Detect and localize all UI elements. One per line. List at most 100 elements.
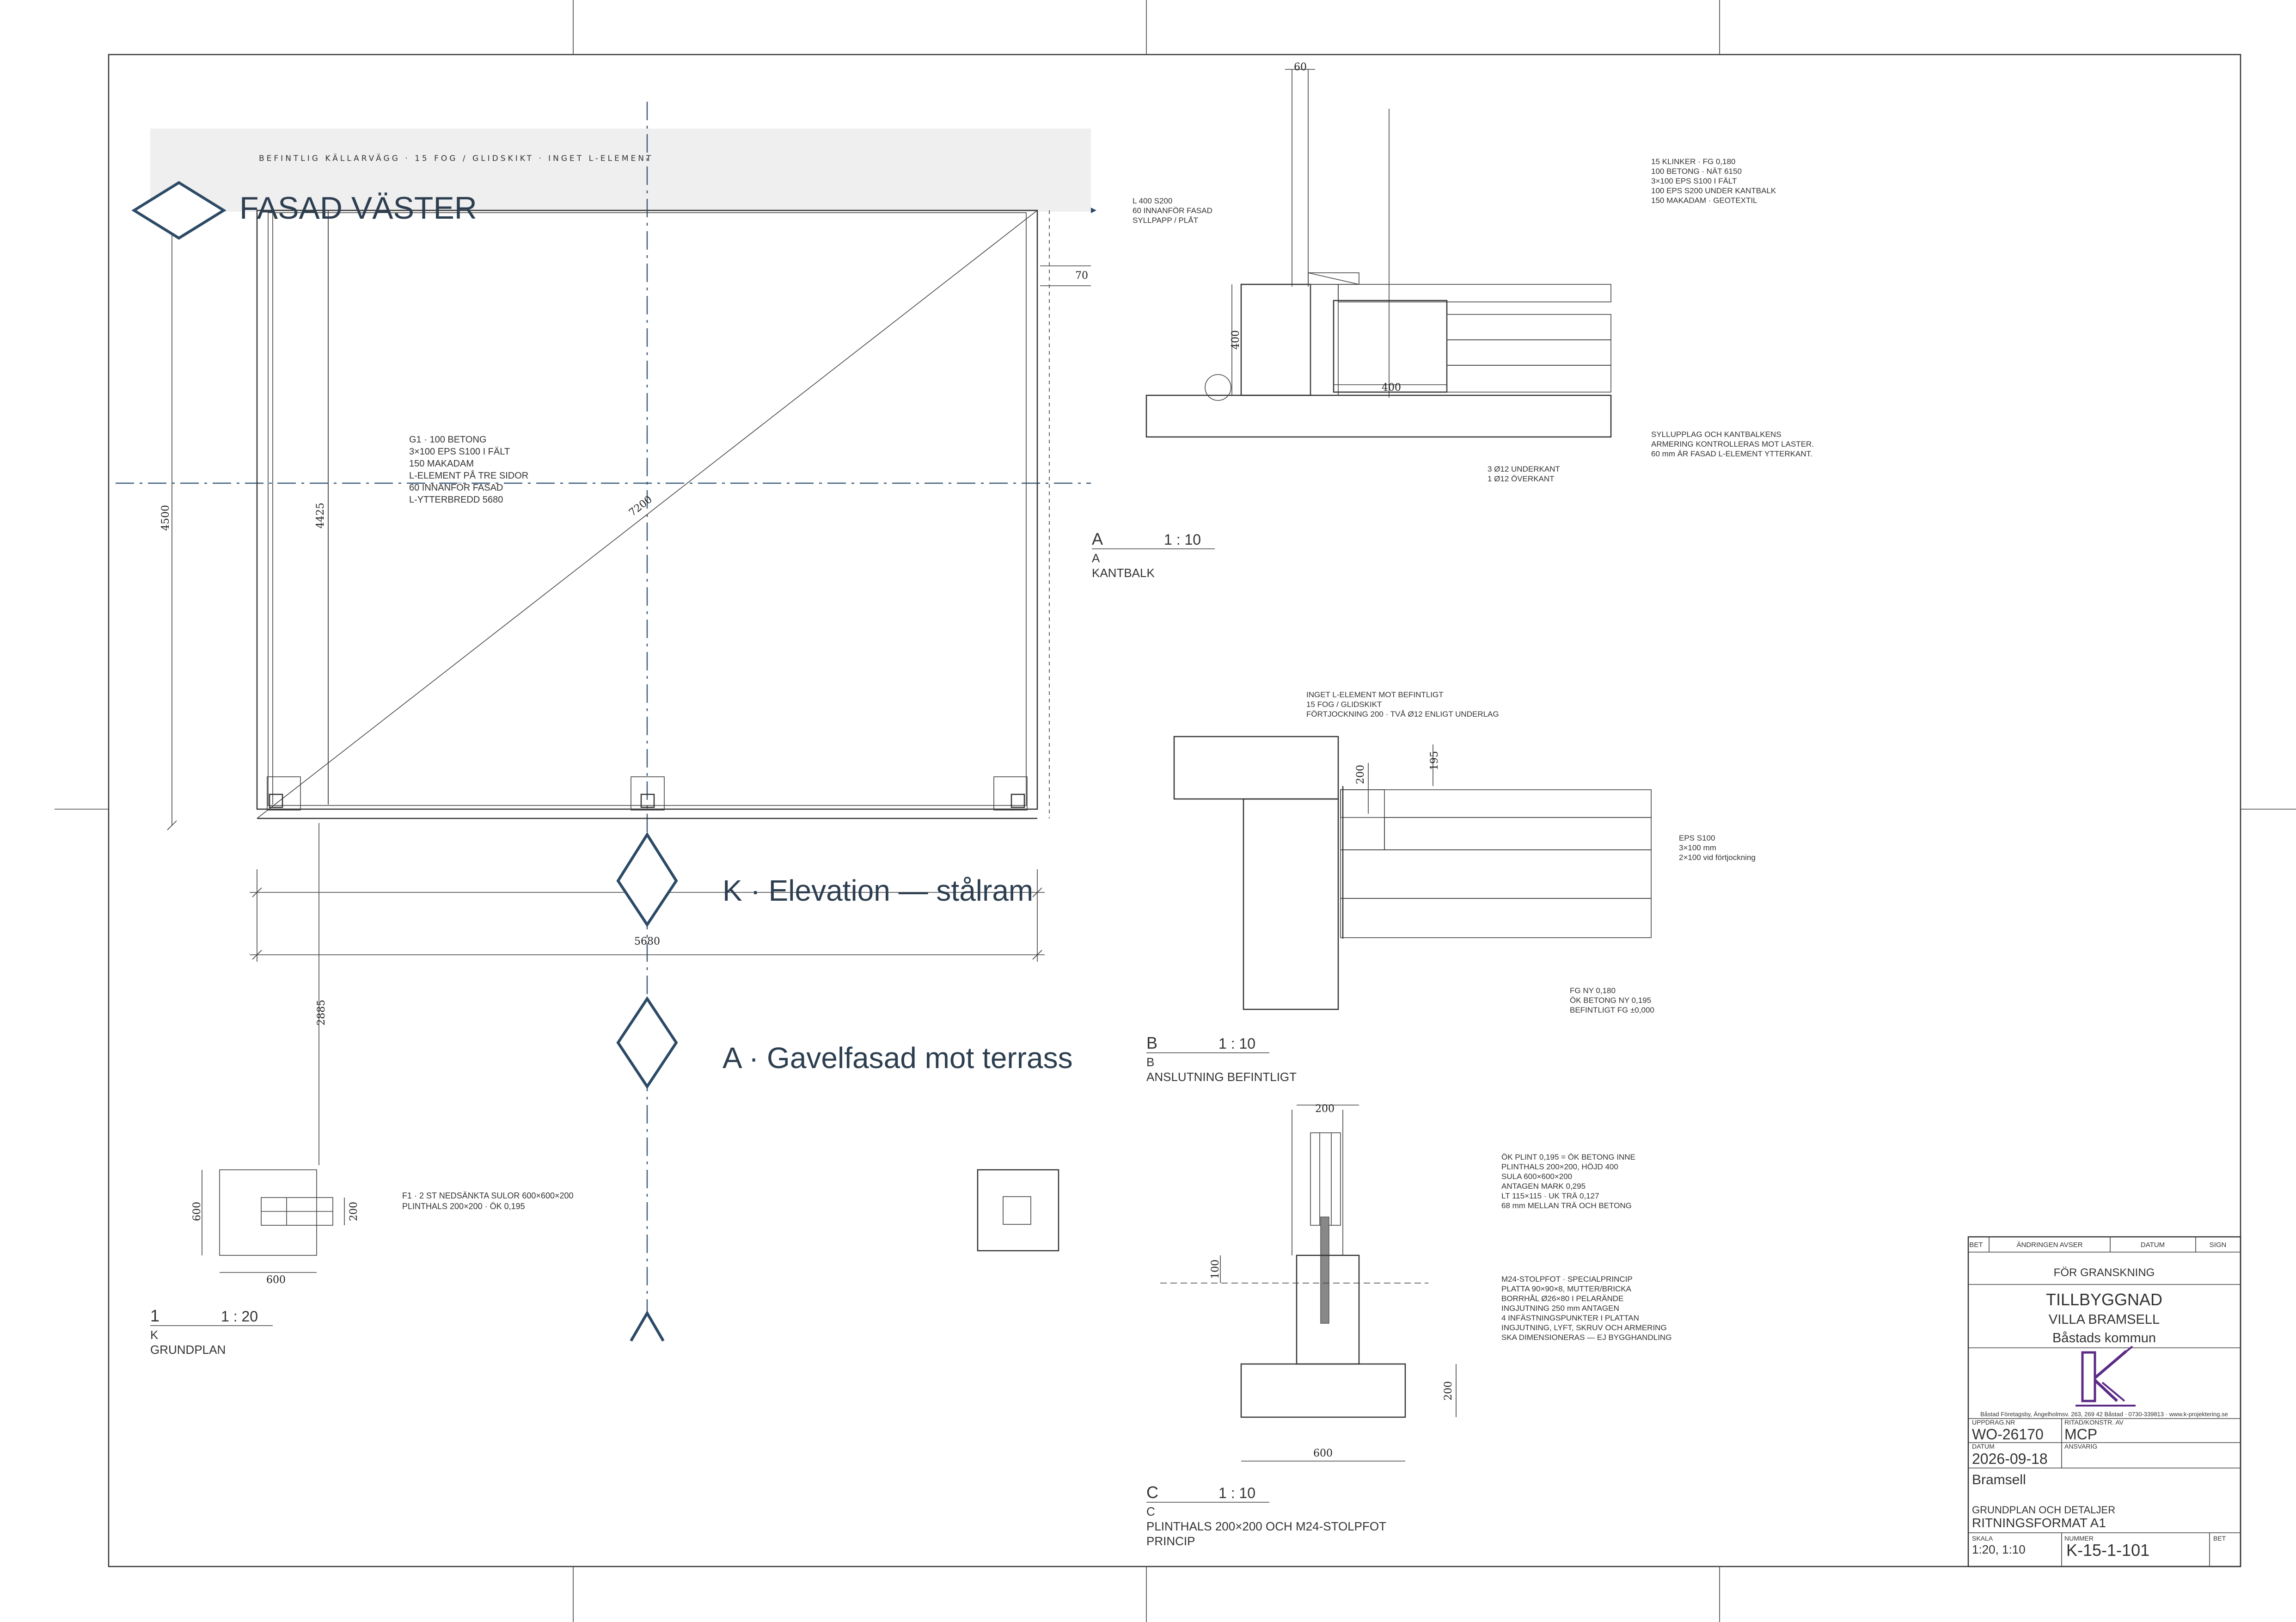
dim-2885: 2885 [316,1000,327,1026]
svg-text:2×100 vid förtjockning: 2×100 vid förtjockning [1679,853,1756,862]
detail-a-dim-60: 60 [1294,61,1307,73]
svg-text:PLINTHALS 200×200 OCH M24-STOL: PLINTHALS 200×200 OCH M24-STOLPFOT [1146,1519,1386,1533]
svg-text:1 : 10: 1 : 10 [1218,1035,1255,1052]
detail-b-note-fg: FG NY 0,180 ÖK BETONG NY 0,195 BEFINTLIG… [1570,986,1654,1014]
skala-value: 1:20, 1:10 [1972,1542,2026,1556]
svg-text:EPS S100: EPS S100 [1679,834,1715,842]
svg-text:PLINTHALS 200×200, HÖJD 400: PLINTHALS 200×200, HÖJD 400 [1501,1162,1618,1171]
project-line-1: TILLBYGGNAD [2046,1290,2162,1309]
dim-600-w: 600 [266,1274,286,1286]
svg-text:4 INFÄSTNINGSPUNKTER I PLATTAN: 4 INFÄSTNINGSPUNKTER I PLATTAN [1501,1314,1639,1322]
detail-c-dim-600: 600 [1313,1448,1333,1459]
svg-text:SULA 600×600×200: SULA 600×600×200 [1501,1172,1572,1181]
svg-text:3×100 mm: 3×100 mm [1679,843,1716,852]
svg-text:C: C [1146,1505,1155,1518]
svg-text:INGJUTNING, LYFT, SKRUV OCH AR: INGJUTNING, LYFT, SKRUV OCH ARMERING [1501,1323,1667,1332]
detail-b [1173,736,1652,1010]
detail-c [1160,1105,1457,1462]
client-name: Bramsell [1972,1472,2026,1487]
svg-text:60 INNANFÖR FASAD: 60 INNANFÖR FASAD [1133,206,1212,215]
axis-end-marker-icon [630,1310,665,1342]
detail-a-note-right: 15 KLINKER · FG 0,180 100 BETONG · NÄT 6… [1651,157,1776,205]
dim-4500: 4500 [160,505,171,531]
svg-text:PRINCIP: PRINCIP [1146,1534,1195,1548]
svg-text:C: C [1146,1483,1158,1502]
svg-text:1 : 10: 1 : 10 [1164,531,1201,548]
detail-a-note-left: L 400 S200 60 INNANFÖR FASAD SYLLPAPP / … [1133,197,1212,225]
dim-7200: 7200 [627,494,655,519]
dim-5680: 5680 [634,936,660,947]
footing-note-1: F1 · 2 ST NEDSÄNKTA SULOR 600×600×200 [402,1191,574,1200]
svg-text:15 FOG / GLIDSKIKT: 15 FOG / GLIDSKIKT [1306,700,1382,709]
ritad-value: MCP [2064,1426,2097,1443]
plan-view [116,102,1091,1341]
detail-a-dim-400-h: 400 [1382,382,1401,393]
company-logo-icon [2076,1346,2136,1407]
svg-text:INGET L-ELEMENT MOT BEFINTLIGT: INGET L-ELEMENT MOT BEFINTLIGT [1306,690,1444,699]
title-block [1967,1236,2241,1567]
svg-text:3×100 EPS S100 I FÄLT: 3×100 EPS S100 I FÄLT [409,447,510,457]
svg-text:B: B [1146,1055,1154,1069]
svg-text:BEFINTLIGT FG ±0,000: BEFINTLIGT FG ±0,000 [1570,1006,1654,1014]
skala-label: SKALA [1972,1535,1993,1542]
svg-text:SKA DIMENSIONERAS — EJ BYGGHAN: SKA DIMENSIONERAS — EJ BYGGHANDLING [1501,1333,1671,1342]
ritad-label: RITAD/KONSTR. AV [2064,1419,2124,1426]
svg-text:SYLLPAPP / PLÅT: SYLLPAPP / PLÅT [1133,216,1198,225]
svg-text:ANSLUTNING BEFINTLIGT: ANSLUTNING BEFINTLIGT [1146,1070,1297,1084]
svg-text:GRUNDPLAN: GRUNDPLAN [150,1343,226,1357]
svg-text:B: B [1146,1033,1157,1052]
svg-text:INGJUTNING 250 mm ANTAGEN: INGJUTNING 250 mm ANTAGEN [1501,1304,1619,1313]
footing-detail [202,1169,1059,1273]
svg-text:A: A [1092,551,1100,565]
datum-label: DATUM [1972,1443,1995,1450]
svg-text:1 : 10: 1 : 10 [1218,1485,1255,1501]
detail-c-dim-200-side: 200 [1443,1381,1454,1401]
view-label-b: B 1 : 10 B ANSLUTNING BEFINTLIGT [1146,1033,1297,1084]
svg-text:100 EPS S200 UNDER KANTBALK: 100 EPS S200 UNDER KANTBALK [1651,186,1776,195]
detail-a [1145,69,1612,438]
detail-a-note-bottom: 3 Ø12 UNDERKANT 1 Ø12 ÖVERKANT [1488,465,1560,483]
svg-text:ANTAGEN MARK 0,295: ANTAGEN MARK 0,295 [1501,1182,1586,1191]
detail-a-note-side: SYLLUPPLAG OCH KANTBALKENS ARMERING KONT… [1651,430,1814,458]
view-label-1: 1 1 : 20 K GRUNDPLAN [150,1306,273,1357]
heading-a-gavelfasad: A · Gavelfasad mot terrass [722,1041,1073,1075]
uppdrag-value: WO-26170 [1972,1426,2044,1443]
header-band [150,129,1091,212]
bet-label: BET [2213,1535,2226,1542]
rev-header-andring: ÄNDRINGEN AVSER [2016,1241,2082,1249]
svg-text:L 400 S200: L 400 S200 [1133,197,1172,205]
footing-note-2: PLINTHALS 200×200 · ÖK 0,195 [402,1202,525,1211]
svg-text:A: A [1092,529,1103,548]
sheet-frame [55,0,2296,1622]
ansvarig-label: ANSVARIG [2064,1443,2097,1450]
detail-b-note-eps: EPS S100 3×100 mm 2×100 vid förtjockning [1679,834,1756,862]
detail-b-dim-195: 195 [1429,751,1440,770]
svg-text:1: 1 [150,1306,159,1325]
svg-text:L-YTTERBREDD 5680: L-YTTERBREDD 5680 [409,495,503,505]
header-band-text: BEFINTLIG KÄLLARVÄGG · 15 FOG / GLIDSKIK… [259,154,653,163]
svg-text:BORRHÅL Ø26×80 I PELARÄNDE: BORRHÅL Ø26×80 I PELARÄNDE [1501,1294,1623,1303]
svg-text:LT 115×115 · UK TRÄ 0,127: LT 115×115 · UK TRÄ 0,127 [1501,1192,1599,1200]
svg-text:15 KLINKER · FG 0,180: 15 KLINKER · FG 0,180 [1651,157,1735,166]
view-label-c: C 1 : 10 C PLINTHALS 200×200 OCH M24-STO… [1146,1483,1386,1548]
nummer-value: K-15-1-101 [2066,1541,2149,1560]
svg-text:60 INNANFÖR FASAD: 60 INNANFÖR FASAD [409,483,503,493]
svg-text:G1 · 100 BETONG: G1 · 100 BETONG [409,435,486,445]
svg-text:60 mm ÄR FASAD L-ELEMENT YTTE: 60 mm ÄR FASAD L-ELEMENT YTTERKANT. [1651,449,1812,458]
datum-value: 2026-09-18 [1972,1450,2048,1467]
svg-text:68 mm MELLAN TRÄ OCH BETONG: 68 mm MELLAN TRÄ OCH BETONG [1501,1201,1632,1210]
drawing-format: RITNINGSFORMAT A1 [1972,1516,2106,1530]
svg-text:FG NY 0,180: FG NY 0,180 [1570,986,1616,995]
svg-text:3×100 EPS S100 I FÄLT: 3×100 EPS S100 I FÄLT [1651,177,1737,185]
section-marker-k [616,832,678,928]
section-marker-a [616,996,678,1089]
svg-text:SYLLUPPLAG OCH KANTBALKENS: SYLLUPPLAG OCH KANTBALKENS [1651,430,1782,439]
dim-200: 200 [348,1202,360,1221]
svg-text:100 BETONG · NÄT 6150: 100 BETONG · NÄT 6150 [1651,167,1742,176]
svg-text:1 : 20: 1 : 20 [221,1308,258,1325]
dim-4425: 4425 [315,503,326,528]
rev-header-datum: DATUM [2141,1241,2165,1249]
detail-a-dim-400-v: 400 [1230,330,1242,350]
svg-text:150 MAKADAM: 150 MAKADAM [409,459,474,469]
